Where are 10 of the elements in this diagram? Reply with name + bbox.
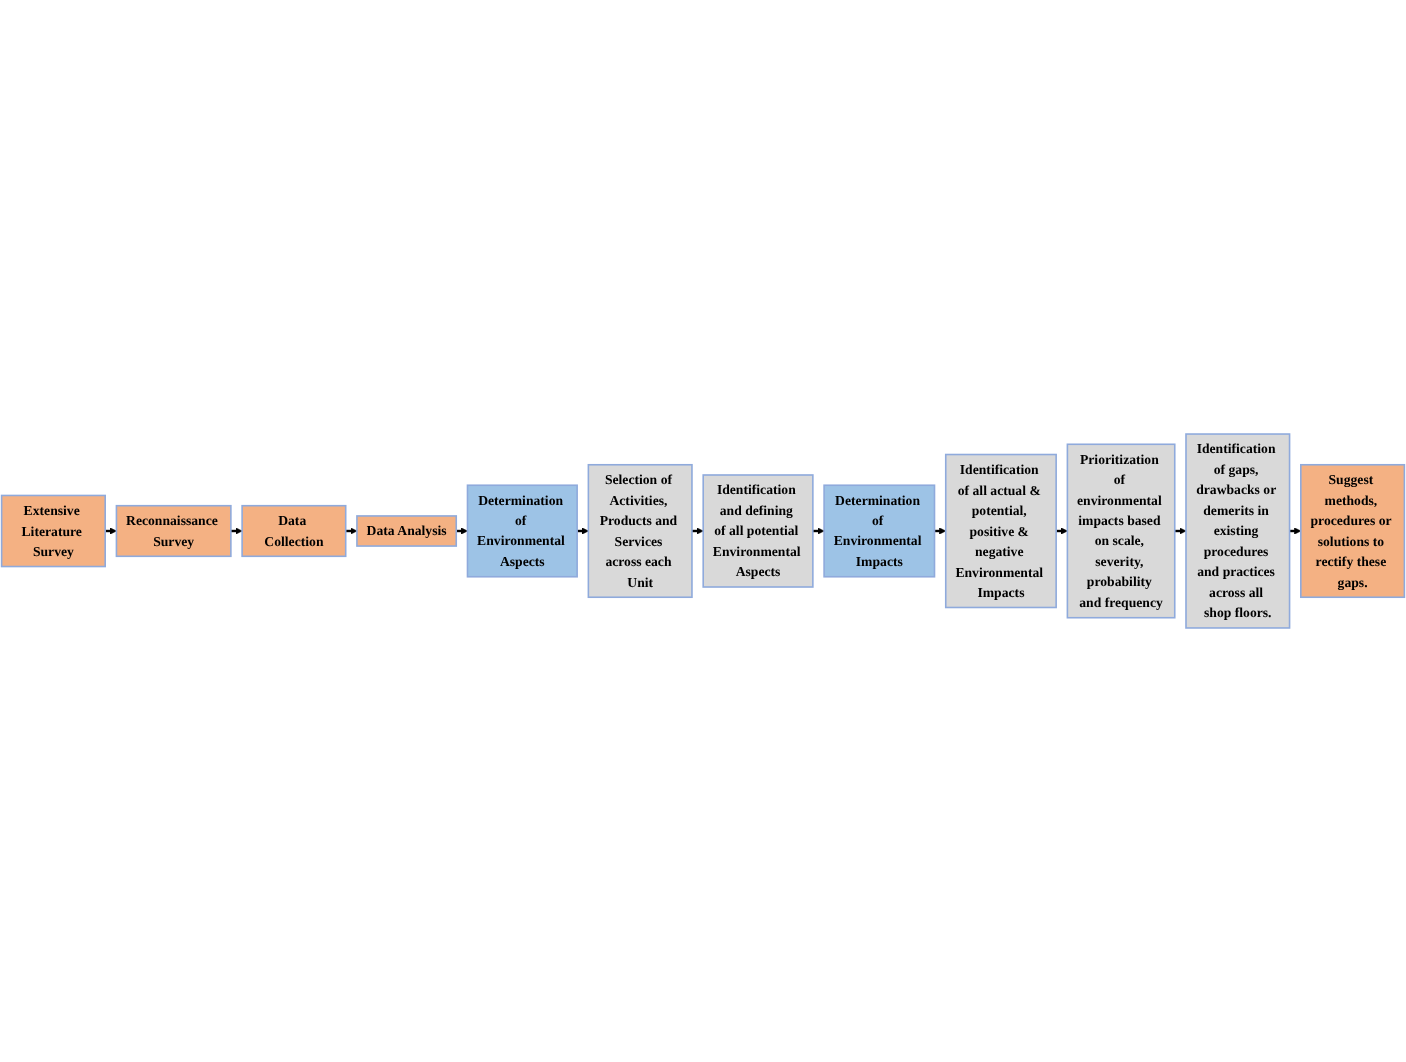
arrow — [1174, 527, 1187, 535]
arrow — [1289, 527, 1302, 535]
arrow — [812, 527, 825, 535]
arrow — [455, 527, 468, 535]
arrow — [691, 527, 704, 535]
arrow — [1055, 527, 1068, 535]
arrow — [576, 527, 589, 535]
arrow — [230, 527, 243, 535]
arrow — [345, 527, 358, 535]
arrow — [934, 527, 947, 535]
